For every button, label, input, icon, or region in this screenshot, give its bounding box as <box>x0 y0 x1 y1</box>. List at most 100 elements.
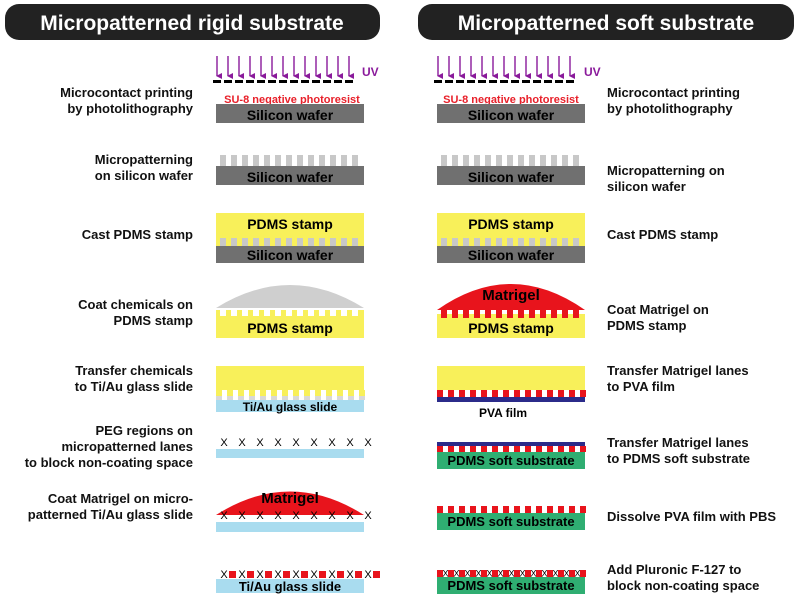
right-pillar <box>441 238 447 246</box>
right-matrigel-lane <box>580 390 586 397</box>
left-peg-mark: X <box>220 437 228 449</box>
left-matrigel-coat: Matrigel <box>216 490 364 515</box>
left-tiau-slide-1: Ti/Au glass slide <box>216 400 364 414</box>
right-matrigel-lane <box>470 570 476 577</box>
right-matrigel-lane <box>558 506 564 513</box>
right-pillar <box>496 155 502 166</box>
right-pillar <box>540 238 546 246</box>
right-pillar <box>474 238 480 246</box>
left-peg-mark: X <box>238 510 246 522</box>
right-matrigel-lane <box>459 570 465 577</box>
left-resist-pillars-cast <box>220 238 358 246</box>
right-matrigel-lane <box>540 310 546 318</box>
right-matrigel-lane <box>459 446 465 452</box>
left-pillar <box>319 155 325 166</box>
left-pillar <box>319 238 325 246</box>
left-transferred-chemical <box>304 396 310 400</box>
right-matrigel-lane <box>485 310 491 318</box>
left-step-5-line-2: to Ti/Au glass slide <box>75 379 193 394</box>
right-matrigel-lane <box>481 390 487 397</box>
right-matrigel-lane <box>514 506 520 513</box>
left-step-3: Cast PDMS stamp <box>82 227 193 242</box>
left-transferred-chemical <box>271 396 277 400</box>
right-mask-segment <box>434 80 442 83</box>
right-mask-segment <box>533 80 541 83</box>
right-photoresist-label: SU-8 negative photoresist <box>443 94 579 106</box>
right-matrigel-lane <box>529 310 535 318</box>
right-pva-film-label: PVA film <box>479 406 527 420</box>
right-matrigel-lane <box>481 570 487 577</box>
right-matrigel-lanes-dissolved <box>437 506 586 513</box>
left-pdms-stamp-coated-label: PDMS stamp <box>247 320 333 336</box>
right-step-4-line-2: PDMS stamp <box>607 318 687 333</box>
left-stamp-tooth <box>359 390 365 396</box>
right-matrigel-lane <box>452 310 458 318</box>
right-matrigel-lane <box>470 390 476 397</box>
left-step-5-line-1: Transfer chemicals <box>75 363 193 378</box>
right-matrigel-lane <box>514 390 520 397</box>
right-matrigel-lane <box>536 506 542 513</box>
right-pluronic-mark: X <box>530 569 536 579</box>
right-pillar <box>452 155 458 166</box>
left-peg-mark: X <box>274 437 282 449</box>
right-pdms-stamp-transfer <box>437 366 585 390</box>
left-transferred-chemical <box>238 396 244 400</box>
left-stamp-tooth <box>216 390 222 396</box>
right-matrigel-lane <box>536 570 542 577</box>
left-peg-mark: X <box>238 569 246 581</box>
left-stamp-tooth <box>326 390 332 396</box>
right-silicon-wafer-2-label: Silicon wafer <box>468 169 555 185</box>
right-mask-segment <box>467 80 475 83</box>
right-matrigel-lane <box>562 310 568 318</box>
right-pillar <box>452 238 458 246</box>
left-stamp-tooth <box>260 390 266 396</box>
left-peg-mark: X <box>310 437 318 449</box>
left-stamp-tooth <box>282 390 288 396</box>
left-peg-mark: X <box>256 437 264 449</box>
left-pillar <box>308 238 314 246</box>
left-matrigel-spot <box>337 571 344 578</box>
left-photomask <box>213 80 353 83</box>
right-uv-arrows <box>437 56 575 79</box>
right-matrigel-lane <box>558 570 564 577</box>
right-mask-segment <box>478 80 486 83</box>
right-step-8-line-1: Add Pluronic F-127 to <box>607 562 741 577</box>
left-matrigel-spot <box>319 571 326 578</box>
left-stamp-gap <box>264 310 270 316</box>
right-matrigel-lane <box>547 570 553 577</box>
right-pdms-stamp-cast-label: PDMS stamp <box>468 216 554 232</box>
left-matrigel-spot <box>247 571 254 578</box>
left-peg-mark: X <box>256 510 264 522</box>
left-stamp-gap <box>330 310 336 316</box>
right-pluronic-mark: X <box>541 569 547 579</box>
left-pillar <box>308 155 314 166</box>
left-pillar <box>264 238 270 246</box>
right-pillar <box>573 238 579 246</box>
right-matrigel-lane <box>507 310 513 318</box>
left-matrigel-spot <box>229 571 236 578</box>
left-stamp-teeth-transfer <box>216 390 365 400</box>
left-stamp-features-coated <box>220 310 358 316</box>
right-matrigel-label: Matrigel <box>482 287 540 304</box>
left-step-6-line-3: to block non-coating space <box>25 455 193 470</box>
left-peg-mark: X <box>310 569 318 581</box>
left-pillar <box>352 238 358 246</box>
right-stamp-features-coated <box>441 310 579 318</box>
right-matrigel-lane <box>573 310 579 318</box>
left-matrigel-spot <box>373 571 380 578</box>
right-matrigel-lane <box>492 506 498 513</box>
left-stamp-tooth <box>238 390 244 396</box>
right-step-4-line-1: Coat Matrigel on <box>607 302 709 317</box>
right-pluronic-mark: X <box>464 569 470 579</box>
left-pillar <box>253 238 259 246</box>
left-mask-segment <box>257 80 265 83</box>
left-peg-mark: X <box>364 510 372 522</box>
right-matrigel-lane <box>463 310 469 318</box>
right-resist-pillars <box>441 155 579 166</box>
